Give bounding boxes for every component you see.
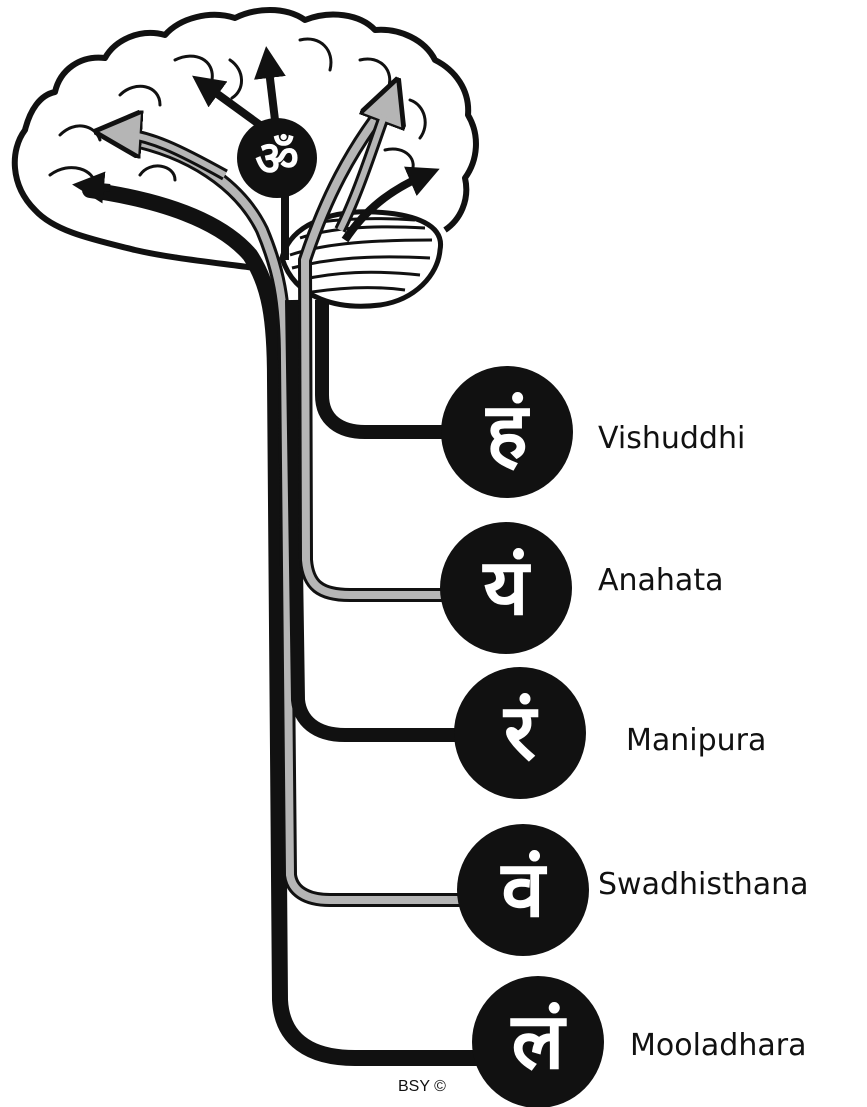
bija-mantra: रं <box>502 688 539 778</box>
bija-mantra: लं <box>510 997 568 1087</box>
chakra-mooladhara: लं Mooladhara <box>472 976 806 1107</box>
bija-mantra: यं <box>481 543 531 633</box>
credit-text: BSY © <box>398 1078 446 1095</box>
chakra-label: Anahata <box>598 563 723 598</box>
chakra-manipura: रं Manipura <box>454 667 766 799</box>
chakra-label: Mooladhara <box>630 1028 806 1063</box>
bija-mantra: वं <box>499 845 547 935</box>
nadi-vishuddhi-line <box>322 300 460 432</box>
om-circle: ॐ <box>237 118 317 198</box>
arrow-left <box>88 186 110 188</box>
chakra-swadhisthana: वं Swadhisthana <box>457 824 809 956</box>
chakra-label: Manipura <box>626 723 766 758</box>
chakra-anahata: यं Anahata <box>440 522 723 654</box>
bija-mantra: हं <box>484 387 530 477</box>
chakra-vishuddhi: हं Vishuddhi <box>441 366 745 498</box>
chakra-label: Swadhisthana <box>598 867 809 902</box>
chakra-label: Vishuddhi <box>598 421 745 456</box>
om-symbol: ॐ <box>255 131 299 187</box>
